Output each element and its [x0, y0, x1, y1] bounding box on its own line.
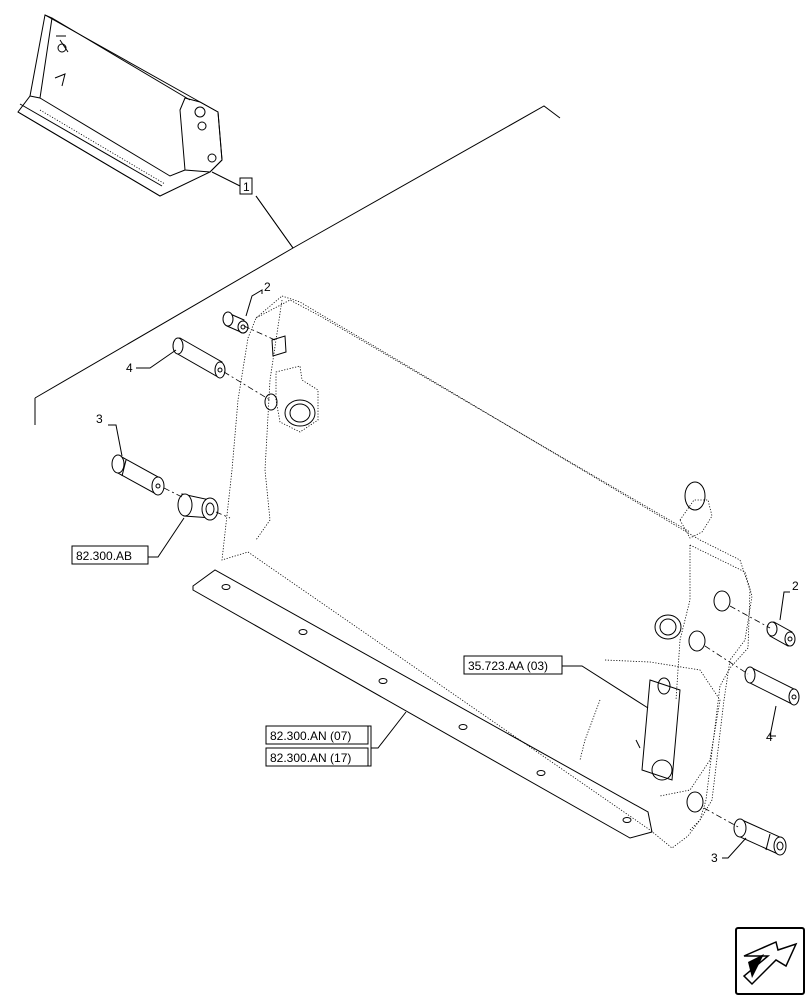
ref-box-cylinder — [463, 655, 563, 675]
ref-box-bushing — [71, 545, 149, 565]
callout-1-label: 1 — [243, 180, 250, 194]
pin-2-left — [222, 311, 249, 334]
callout-1-box — [239, 177, 253, 195]
ref-edge-1: 82.300.AN (07) — [270, 729, 351, 743]
pin-4-right — [744, 666, 800, 706]
ref-box-edge-2 — [265, 747, 369, 767]
callout-3-right: 3 — [711, 851, 718, 865]
bucket-frame — [192, 295, 753, 849]
pin-3-left — [111, 454, 165, 496]
ref-bushing: 82.300.AB — [76, 549, 132, 563]
pin-3-right — [733, 818, 787, 856]
callout-2-top: 2 — [264, 280, 271, 294]
bucket-thumbnail — [17, 14, 223, 197]
callout-3-top: 3 — [96, 412, 103, 426]
pin-4-left — [172, 337, 226, 379]
next-page-arrow-icon[interactable] — [735, 927, 805, 995]
callout-4-top: 4 — [126, 361, 133, 375]
ref-box-edge-1 — [265, 725, 369, 745]
callout-2-right: 2 — [792, 579, 799, 593]
ref-cylinder: 35.723.AA (03) — [468, 659, 548, 673]
bushing-left — [177, 493, 219, 521]
ref-edge-2: 82.300.AN (17) — [270, 751, 351, 765]
callout-4-right: 4 — [766, 730, 773, 744]
pin-2-right — [766, 621, 796, 647]
break-line — [34, 105, 561, 399]
